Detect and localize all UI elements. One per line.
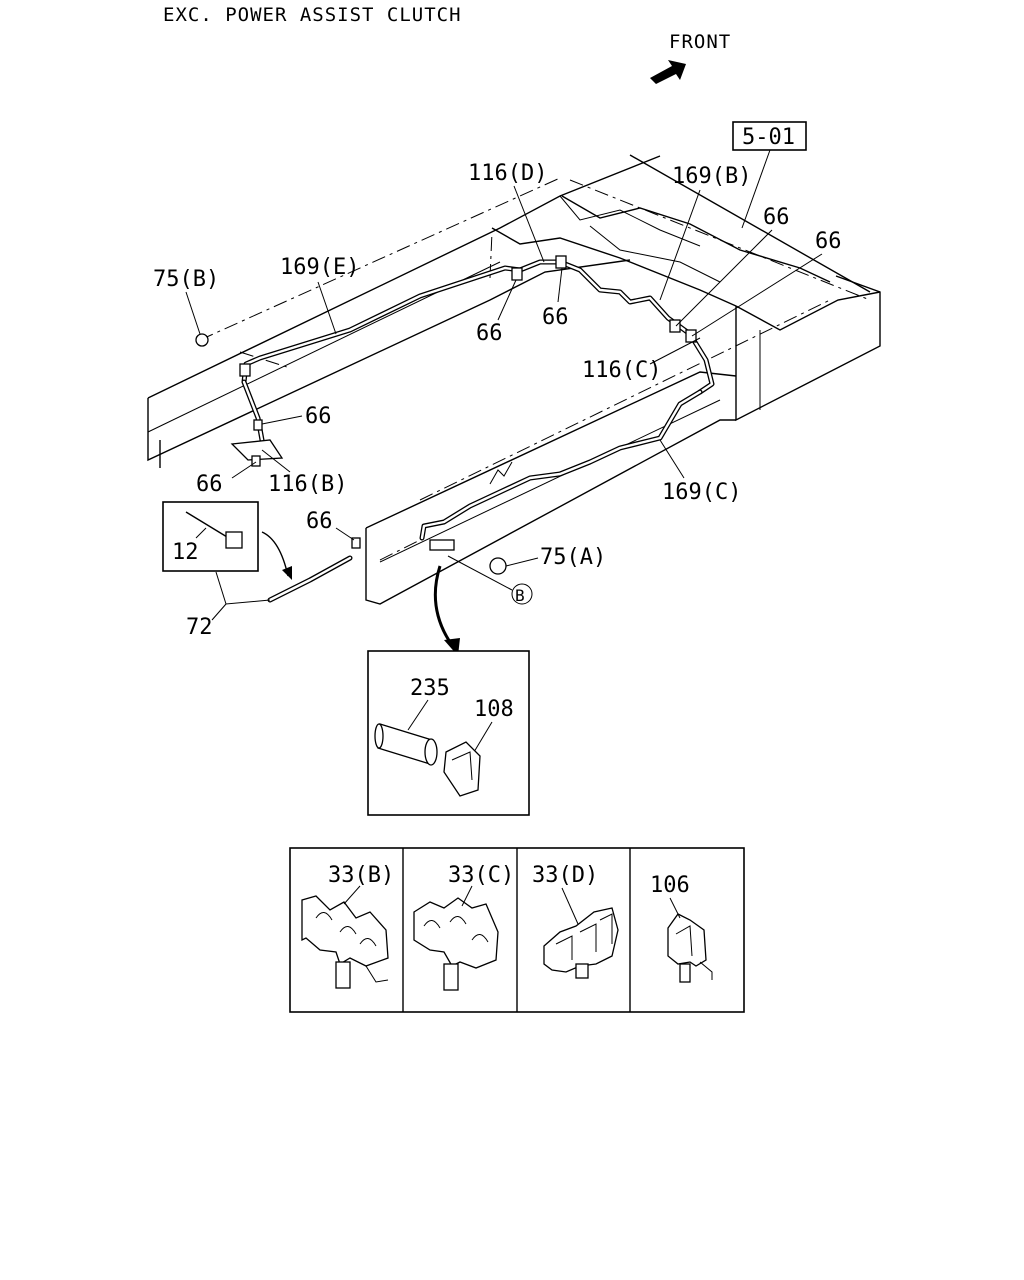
clip-106-label: 106 — [650, 873, 690, 898]
callout-116d: 116(D) — [468, 161, 547, 186]
diagram-title: EXC. POWER ASSIST CLUTCH — [163, 4, 462, 26]
brake-pipe-169e — [241, 259, 563, 385]
brake-pipe-116b — [230, 379, 284, 461]
brake-pipe-169c — [419, 389, 703, 541]
callout-108: 108 — [474, 697, 514, 722]
brake-pipe-169b — [557, 259, 715, 395]
inset-12: 12 — [162, 501, 292, 580]
callout-66-e: 66 — [305, 404, 332, 429]
callout-66-d: 66 — [542, 305, 569, 330]
callout-235: 235 — [410, 676, 450, 701]
detail-pointer — [433, 565, 460, 656]
callout-75a: 75(A) — [540, 545, 606, 570]
callout-66-f: 66 — [196, 472, 223, 497]
callout-169e: 169(E) — [280, 255, 359, 280]
clip-33b: 33(B) — [301, 863, 394, 989]
reference-box-label: 5-01 — [742, 125, 795, 150]
front-label: FRONT — [669, 31, 731, 53]
clip-33c-label: 33(C) — [448, 863, 514, 888]
callout-116c: 116(C) — [582, 358, 661, 383]
clip-variants-panel: 33(B) 33(C) 33(D) 106 — [289, 847, 745, 1013]
grommet-108 — [443, 741, 481, 797]
detail-box-235-108: 235 108 — [367, 650, 530, 816]
pipe-clips — [195, 255, 697, 575]
clip-33b-label: 33(B) — [328, 863, 394, 888]
chassis-frame — [147, 154, 881, 605]
callouts: 116(D) 169(B) 66 66 75(B) 169(E) 66 66 1… — [153, 161, 842, 605]
reference-box: 5-01 — [732, 121, 807, 229]
callout-66-c: 66 — [476, 321, 503, 346]
callout-75b: 75(B) — [153, 267, 219, 292]
callout-169b: 169(B) — [672, 164, 751, 189]
clip-33d: 33(D) — [532, 863, 619, 979]
flexible-hose-72: 72 — [186, 555, 353, 640]
rubber-sleeve-235 — [374, 723, 438, 766]
callout-12: 12 — [172, 540, 199, 565]
clip-106: 106 — [650, 873, 713, 983]
callout-66-b: 66 — [815, 229, 842, 254]
front-arrow-icon — [650, 60, 686, 84]
callout-66-a: 66 — [763, 205, 790, 230]
callout-72: 72 — [186, 615, 213, 640]
callout-116b: 116(B) — [268, 472, 347, 497]
callout-66-g: 66 — [306, 509, 333, 534]
callout-b: B — [515, 586, 525, 605]
clip-33d-label: 33(D) — [532, 863, 598, 888]
clip-33c: 33(C) — [413, 863, 514, 991]
callout-169c: 169(C) — [662, 480, 741, 505]
